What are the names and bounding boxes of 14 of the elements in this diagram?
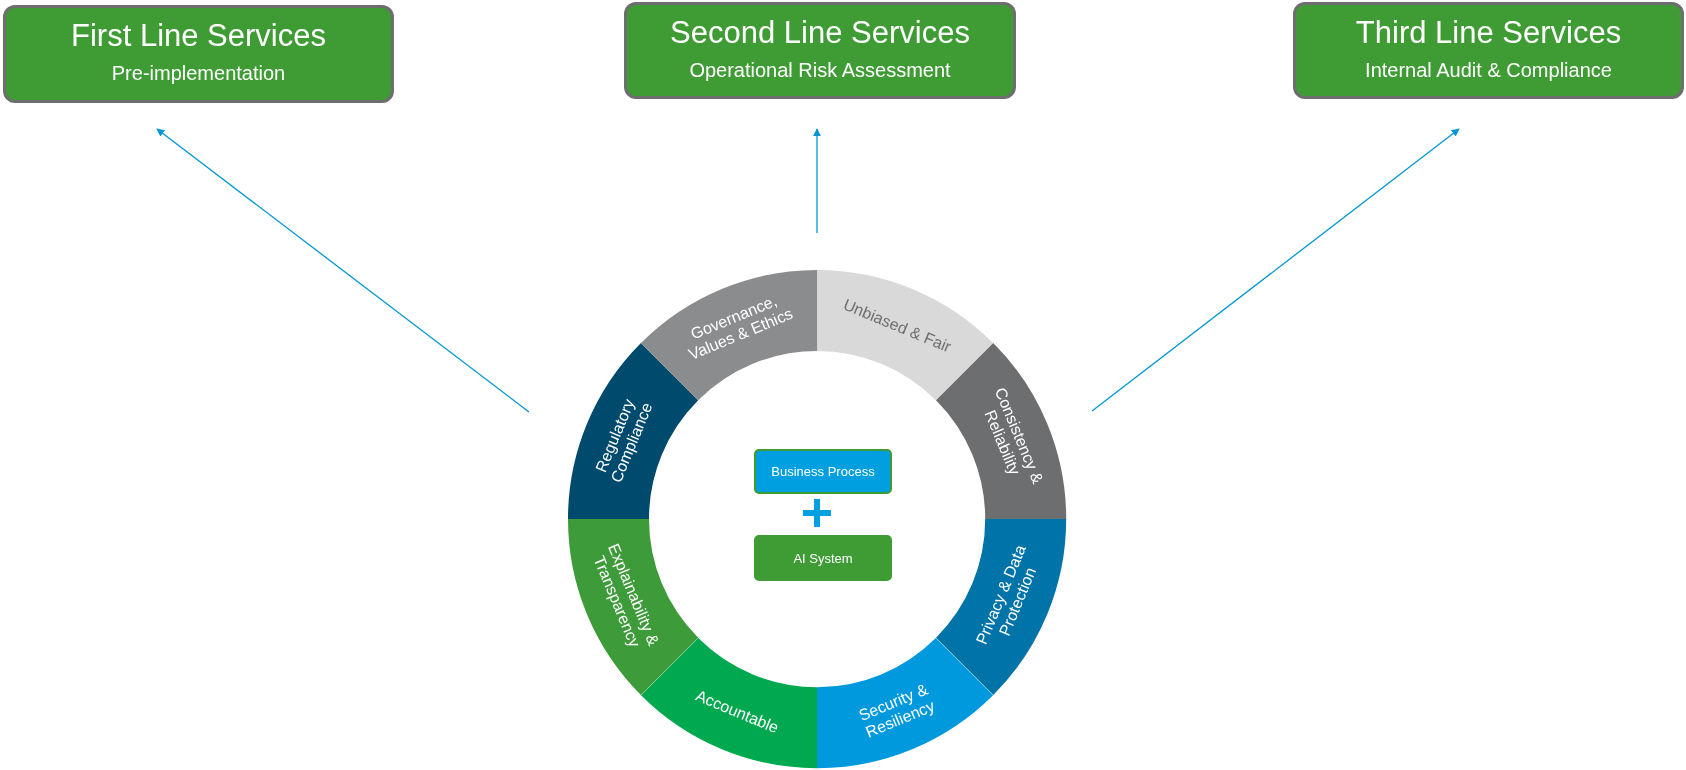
service-box [624,2,1016,99]
component-box: AI System [754,535,892,581]
box-title: First Line Services [71,18,326,54]
box-subtitle: Operational Risk Assessment [689,59,951,82]
service-box [3,5,394,103]
box-title: Second Line Services [670,15,970,51]
box-title: Third Line Services [1355,15,1622,51]
arrow [1091,128,1460,412]
arrow [813,128,821,234]
box-subtitle: Internal Audit & Compliance [1365,59,1612,82]
box-subtitle: Pre-implementation [111,62,286,85]
component-box: Business Process [754,449,892,494]
arrow [156,128,530,413]
service-box [1293,2,1684,99]
